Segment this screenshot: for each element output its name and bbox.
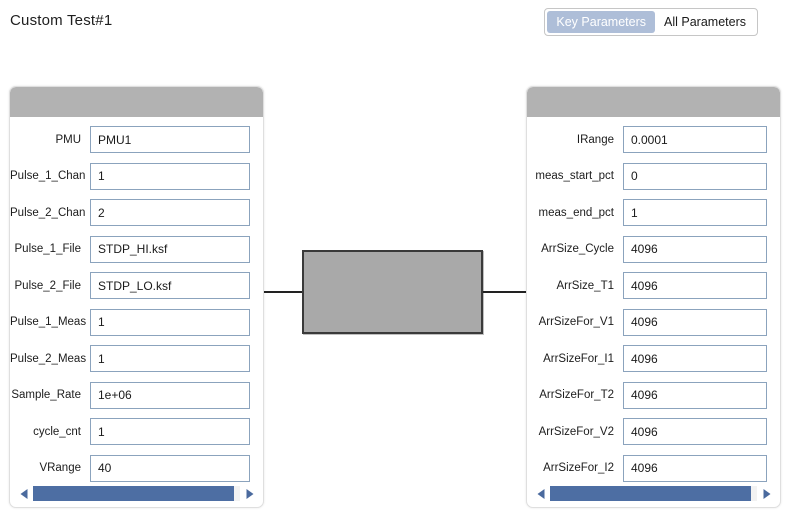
field-label-meas_start_pct: meas_start_pct — [535, 170, 614, 182]
field-row: Sample_Rate 1e+06 — [10, 381, 263, 410]
field-input-meas_start_pct[interactable]: 0 — [623, 162, 767, 190]
right-parameter-panel: IRange 0.0001 meas_start_pct 0 meas_end_pct 1… — [526, 86, 781, 508]
toggle-all-parameters[interactable]: All Parameters — [655, 11, 755, 33]
field-label-arrsizefor_v2: ArrSizeFor_V2 — [538, 425, 614, 438]
field-row: Pulse_1_File STDP_HI.ksf — [10, 235, 263, 264]
field-label-vrange: VRange — [39, 462, 81, 474]
field-row: meas_start_pct 0 — [527, 162, 780, 191]
field-label-pmu: PMU — [55, 133, 81, 146]
right-scroll-thumb[interactable] — [550, 486, 751, 501]
field-row: ArrSize_T1 4096 — [527, 271, 780, 300]
field-input-vrange[interactable]: 40 — [90, 454, 250, 482]
field-row: ArrSize_Cycle 4096 — [527, 235, 780, 264]
field-row: ArrSizeFor_V2 4096 — [527, 417, 780, 446]
connector-wire-left — [264, 291, 303, 293]
field-label-irange: IRange — [576, 133, 614, 146]
field-input-arrsizefor_i2[interactable]: 4096 — [623, 454, 767, 482]
scroll-right-arrow-icon[interactable] — [242, 486, 257, 501]
right-panel-field-list: IRange 0.0001 meas_start_pct 0 meas_end_pct 1… — [527, 118, 780, 483]
field-input-sample_rate[interactable]: 1e+06 — [90, 381, 250, 409]
field-input-pmu[interactable]: PMU1 — [90, 126, 250, 153]
field-label-arrsizefor_v1: ArrSizeFor_V1 — [538, 316, 614, 328]
field-label-arrsizefor_i2: ArrSizeFor_I2 — [543, 462, 614, 474]
scroll-left-arrow-icon[interactable] — [16, 486, 31, 501]
field-input-pulse_1_file[interactable]: STDP_HI.ksf — [90, 235, 250, 263]
field-row: VRange 40 — [10, 454, 263, 483]
field-input-arrsizefor_v2[interactable]: 4096 — [623, 418, 767, 445]
field-input-pulse_1_meas[interactable]: 1 — [90, 308, 250, 336]
field-label-pulse_2_chan: Pulse_2_Chan — [10, 206, 86, 219]
field-label-pulse_2_file: Pulse_2_File — [14, 279, 81, 292]
left-panel-header — [10, 87, 263, 117]
field-input-pulse_2_meas[interactable]: 1 — [90, 345, 250, 372]
field-label-arrsize_t1: ArrSize_T1 — [556, 279, 614, 292]
field-input-arrsize_t1[interactable]: 4096 — [623, 272, 767, 299]
field-label-arrsize_cycle: ArrSize_Cycle — [541, 243, 614, 255]
field-label-arrsizefor_i1: ArrSizeFor_I1 — [543, 352, 614, 365]
field-label-arrsizefor_t2: ArrSizeFor_T2 — [539, 389, 614, 401]
field-label-meas_end_pct: meas_end_pct — [538, 206, 614, 219]
field-label-sample_rate: Sample_Rate — [11, 389, 81, 401]
page-title: Custom Test#1 — [10, 12, 113, 29]
field-input-arrsizefor_t2[interactable]: 4096 — [623, 381, 767, 409]
field-row: PMU PMU1 — [10, 125, 263, 154]
left-scroll-track[interactable] — [33, 486, 240, 501]
field-input-arrsizefor_v1[interactable]: 4096 — [623, 308, 767, 336]
field-row: ArrSizeFor_T2 4096 — [527, 381, 780, 410]
field-row: Pulse_2_File STDP_LO.ksf — [10, 271, 263, 300]
scroll-left-arrow-icon[interactable] — [533, 486, 548, 501]
parameter-view-toggle[interactable]: Key Parameters All Parameters — [544, 8, 758, 36]
field-row: ArrSizeFor_I1 4096 — [527, 344, 780, 373]
right-scroll-track[interactable] — [550, 486, 757, 501]
left-panel-horizontal-scrollbar[interactable] — [16, 485, 257, 502]
left-scroll-thumb[interactable] — [33, 486, 234, 501]
right-panel-horizontal-scrollbar[interactable] — [533, 485, 774, 502]
field-input-irange[interactable]: 0.0001 — [623, 126, 767, 153]
field-label-pulse_1_chan: Pulse_1_Chan — [10, 170, 86, 182]
field-row: Pulse_1_Chan 1 — [10, 162, 263, 191]
field-row: Pulse_2_Chan 2 — [10, 198, 263, 227]
field-input-cycle_cnt[interactable]: 1 — [90, 418, 250, 445]
scroll-right-arrow-icon[interactable] — [759, 486, 774, 501]
field-input-arrsizefor_i1[interactable]: 4096 — [623, 345, 767, 372]
field-row: ArrSizeFor_I2 4096 — [527, 454, 780, 483]
field-row: ArrSizeFor_V1 4096 — [527, 308, 780, 337]
device-under-test-box[interactable] — [302, 250, 483, 334]
connector-wire-right — [483, 291, 527, 293]
field-row: meas_end_pct 1 — [527, 198, 780, 227]
field-input-pulse_2_file[interactable]: STDP_LO.ksf — [90, 272, 250, 299]
field-label-pulse_1_meas: Pulse_1_Meas — [10, 316, 87, 328]
field-input-meas_end_pct[interactable]: 1 — [623, 199, 767, 226]
right-panel-header — [527, 87, 780, 117]
field-row: cycle_cnt 1 — [10, 417, 263, 446]
toggle-key-parameters[interactable]: Key Parameters — [547, 11, 656, 33]
field-row: IRange 0.0001 — [527, 125, 780, 154]
field-label-pulse_1_file: Pulse_1_File — [14, 243, 81, 255]
field-input-pulse_1_chan[interactable]: 1 — [90, 162, 250, 190]
field-input-pulse_2_chan[interactable]: 2 — [90, 199, 250, 226]
field-input-arrsize_cycle[interactable]: 4096 — [623, 235, 767, 263]
field-label-pulse_2_meas: Pulse_2_Meas — [10, 352, 87, 365]
field-label-cycle_cnt: cycle_cnt — [33, 425, 81, 438]
